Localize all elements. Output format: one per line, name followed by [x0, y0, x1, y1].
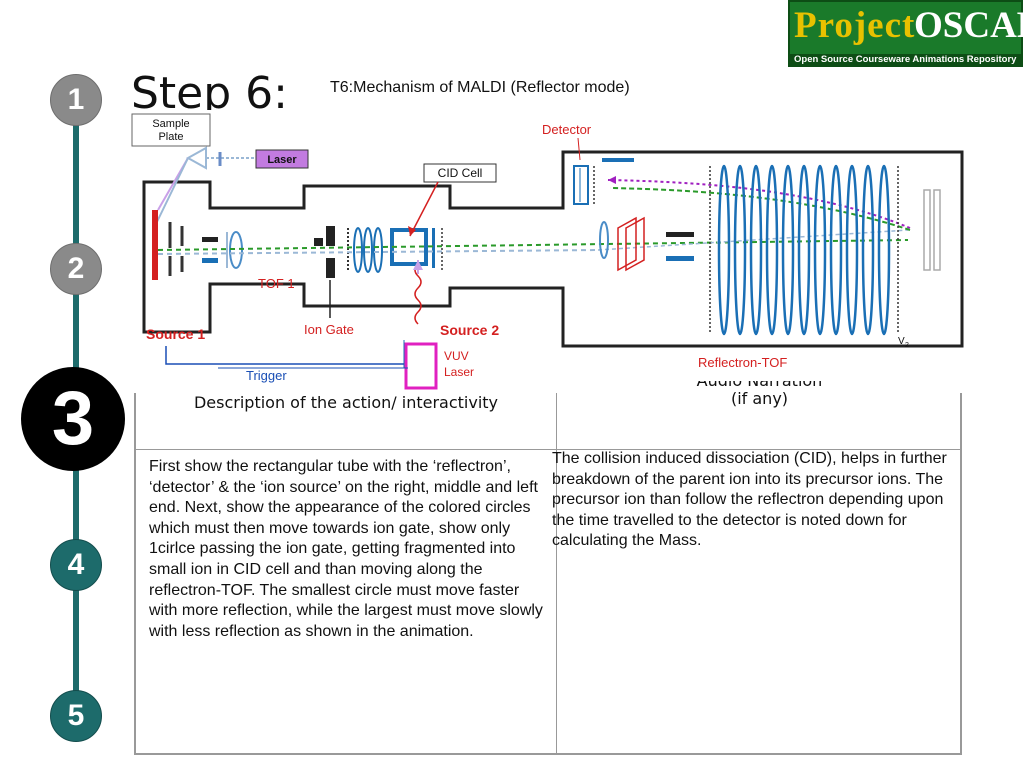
detector — [573, 165, 589, 205]
tof1-label: TOF 1 — [258, 276, 295, 291]
table-header-divider — [136, 449, 960, 450]
ion-gate-label: Ion Gate — [304, 322, 354, 337]
v2-label: V — [898, 336, 905, 347]
laser-mirror — [185, 146, 207, 170]
table-header-audio: Audio Narration (if any) — [557, 381, 962, 449]
table-cell-narration: The collision induced dissociation (CID)… — [552, 450, 947, 550]
cid-cell-label-box — [423, 163, 497, 183]
instrument-outline — [142, 150, 964, 348]
maldi-reflector-diagram: Sample Plate Laser TOF 1 Ion Gate CID Ce… — [118, 110, 978, 392]
step-3-badge-active[interactable]: 3 — [21, 367, 125, 471]
logo-tagline: Open Source Courseware Animations Reposi… — [790, 54, 1021, 66]
storyboard-table: Description of the action/ interactivity… — [134, 381, 962, 755]
table-cell-description: First show the rectangular tube with the… — [149, 458, 543, 640]
svg-text:Plate: Plate — [158, 131, 183, 143]
reflectron-rings — [717, 164, 891, 336]
table-header-description: Description of the action/ interactivity — [193, 393, 499, 412]
table-header-audio-title: Audio Narration — [557, 381, 962, 389]
sample-plate — [152, 210, 158, 280]
vuv-laser-box — [404, 342, 438, 390]
source1-label: Source 1 — [146, 326, 205, 342]
sample-plate-label-box — [131, 113, 211, 147]
cid-cell-label: CID Cell — [438, 166, 483, 180]
return-path-green — [609, 187, 911, 231]
step-2-badge[interactable]: 2 — [50, 243, 102, 295]
table-header-audio-sub: (if any) — [730, 389, 789, 408]
laser-box — [255, 149, 309, 169]
source2-label: Source 2 — [440, 322, 499, 338]
svg-text:Laser: Laser — [444, 365, 474, 379]
logo-word-project: Project — [794, 5, 916, 46]
ion-gate — [326, 226, 335, 246]
trigger-label: Trigger — [246, 368, 287, 383]
detector-label: Detector — [542, 122, 592, 137]
cid-lenses — [347, 227, 383, 273]
table-column-divider — [556, 393, 557, 753]
sample-plate-label: Sample — [152, 118, 189, 130]
vuv-laser-label: VUV — [444, 349, 469, 363]
step-1-badge[interactable]: 1 — [50, 74, 102, 126]
trigger-line — [165, 346, 404, 365]
logo-word-oscar: OSCAR — [914, 5, 1023, 46]
step-5-badge[interactable]: 5 — [50, 690, 102, 742]
svg-text:2: 2 — [905, 342, 909, 349]
ion-beam — [157, 239, 909, 251]
vuv-beam — [414, 263, 422, 325]
page-subtitle: T6:Mechanism of MALDI (Reflector mode) — [330, 79, 630, 96]
project-oscar-logo: Project OSCAR Open Source Courseware Ani… — [788, 0, 1023, 67]
step-4-badge[interactable]: 4 — [50, 539, 102, 591]
laser-label: Laser — [267, 154, 297, 166]
reflectron-tof-label: Reflectron-TOF — [698, 355, 787, 370]
